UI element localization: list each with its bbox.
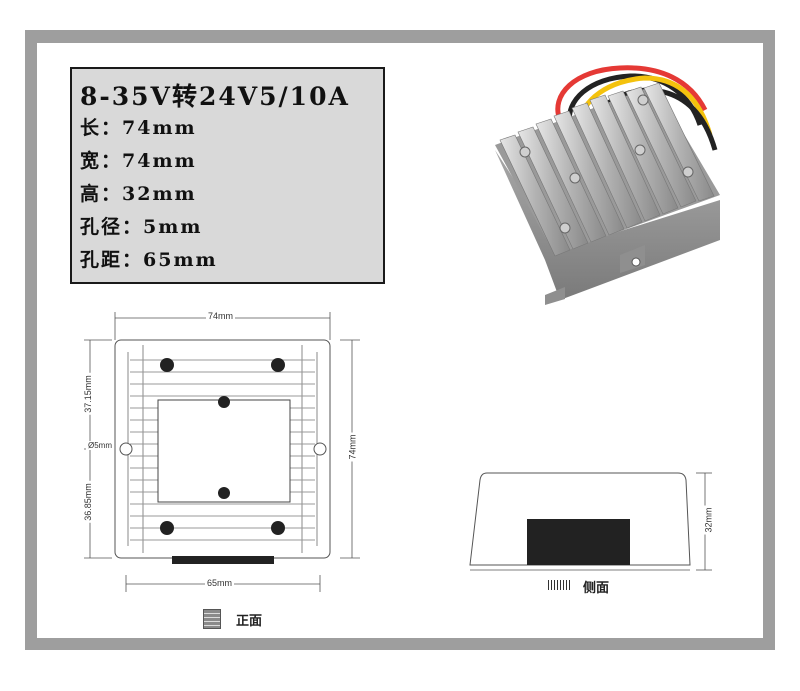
side-height-label: 32mm	[703, 505, 714, 535]
spec-length: 长：74mm	[80, 117, 197, 139]
front-caption: 正面	[236, 614, 263, 629]
spec-box: 8-35V转24V5/10A 长：74mm 宽：74mm 高：32mm 孔径：5…	[70, 67, 385, 284]
hole-diameter-label: Ø5mm	[86, 441, 114, 450]
spec-hole-spacing: 孔距：65mm	[80, 249, 218, 271]
spec-height: 高：32mm	[80, 183, 197, 205]
front-caption-icon	[203, 609, 221, 629]
side-caption: 侧面	[583, 581, 610, 596]
spec-hole-diameter: 孔径：5mm	[80, 216, 203, 238]
spec-width: 宽：74mm	[80, 150, 197, 172]
side-caption-icon	[548, 580, 572, 590]
hole-spacing-label: 65mm	[205, 578, 235, 588]
front-width-label: 74mm	[206, 311, 236, 321]
spec-title: 8-35V转24V5/10A	[80, 82, 350, 111]
